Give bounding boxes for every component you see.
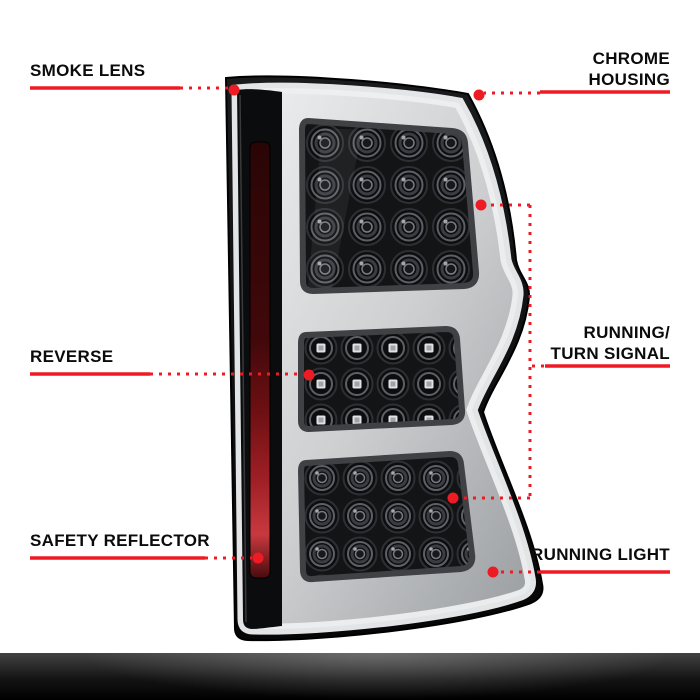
tail-light-illustration: [224, 75, 544, 642]
callout-dot-reverse: [303, 369, 315, 381]
led-panel-turn-signal: [299, 118, 480, 294]
label-chrome-housing-line1: CHROME: [592, 49, 670, 68]
label-turn-signal-line2: TURN SIGNAL: [550, 344, 670, 363]
safety-reflector-strip: [249, 141, 271, 579]
callout-dot-safety-reflector: [252, 552, 264, 564]
callout-dots: [228, 84, 499, 578]
glass-glare: [308, 128, 362, 288]
led-panel-running-light: [298, 451, 476, 583]
leader-turn-signal: [458, 203, 544, 500]
label-running-light: RUNNING LIGHT: [531, 545, 670, 564]
label-reverse: REVERSE: [30, 347, 114, 366]
callout-lines: [30, 86, 670, 574]
callout-dot-smoke-lens: [228, 84, 240, 96]
label-chrome-housing: CHROME HOUSING: [589, 48, 670, 90]
callout-dot-running-light: [487, 566, 499, 578]
floor-shadow-band: [0, 653, 700, 700]
label-turn-signal-line1: RUNNING/: [583, 323, 670, 342]
label-safety-reflector: SAFETY REFLECTOR: [30, 531, 210, 550]
label-running-turn-signal: RUNNING/ TURN SIGNAL: [551, 322, 670, 364]
callout-dot-turn-signal-bottom: [447, 492, 459, 504]
callout-dot-chrome-housing: [473, 89, 485, 101]
callout-dot-turn-signal-top: [475, 199, 487, 211]
label-smoke-lens: SMOKE LENS: [30, 61, 146, 80]
label-chrome-housing-line2: HOUSING: [588, 70, 670, 89]
edge-highlight: [239, 94, 247, 623]
led-panel-reverse: [298, 326, 466, 432]
